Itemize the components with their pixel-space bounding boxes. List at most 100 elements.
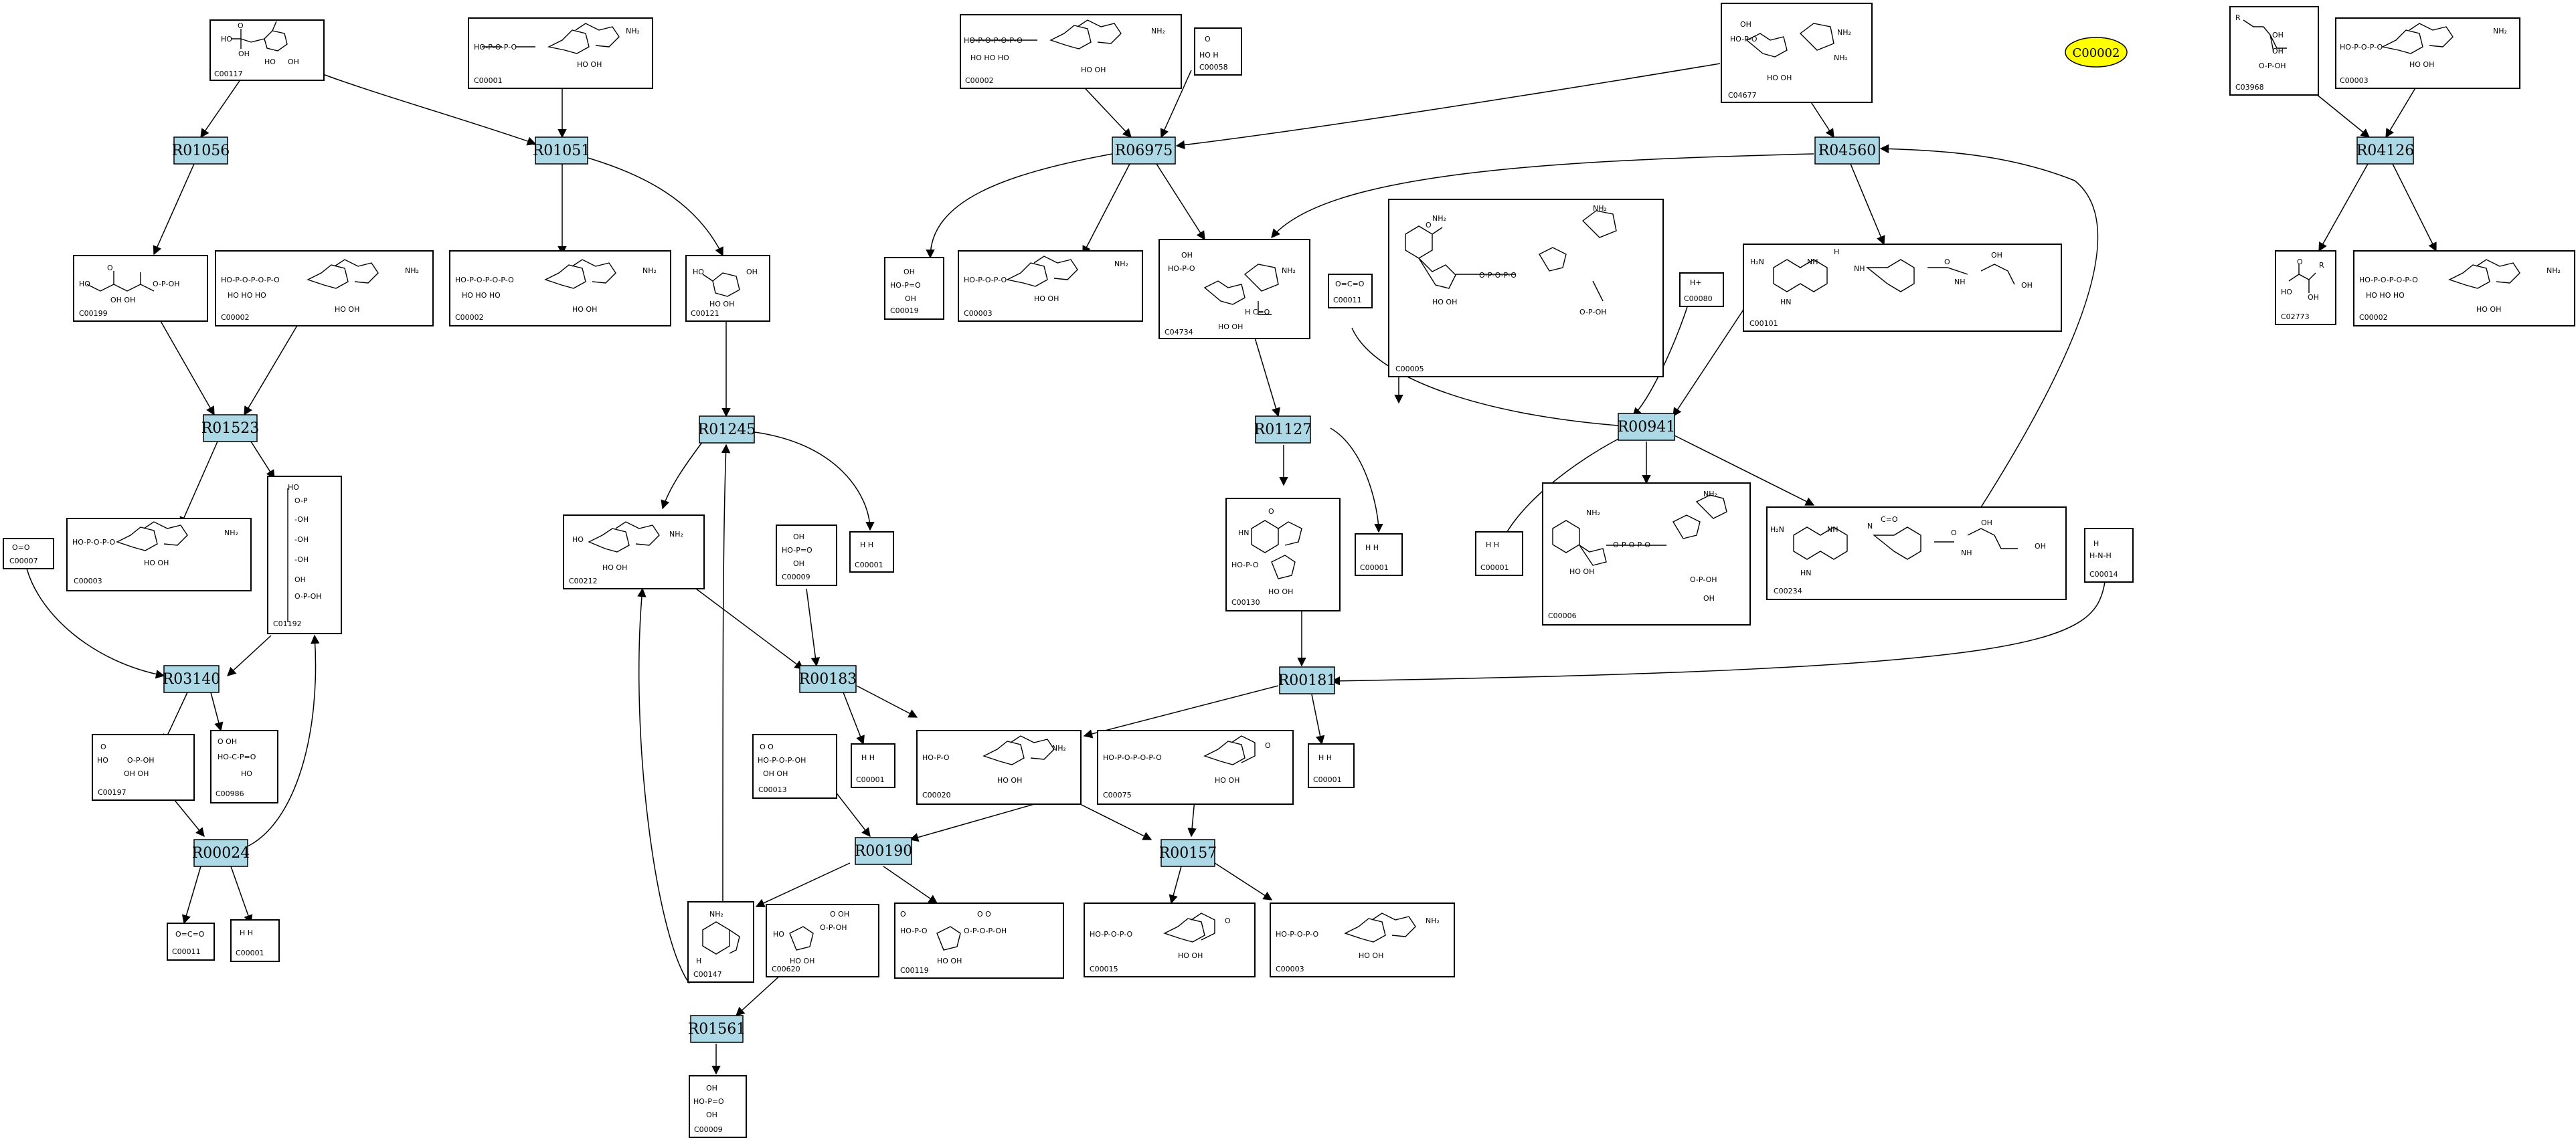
compound-c00014[interactable]: HH-N-H C00014 [2084, 528, 2134, 583]
compound-formula: HO H [1199, 51, 1219, 60]
svg-text:NH₂: NH₂ [405, 266, 419, 275]
compound-label: C00011 [1333, 296, 1362, 304]
svg-text:OH: OH [1981, 518, 1992, 527]
compound-label: C00019 [890, 306, 919, 315]
reaction-r01245[interactable]: R01245 [698, 415, 756, 444]
compound-c00011-middle[interactable]: O=C=O C00011 [1328, 274, 1373, 308]
reaction-r00181[interactable]: R00181 [1278, 666, 1337, 694]
reaction-label: R00941 [1618, 419, 1676, 436]
svg-text:-OH: -OH [294, 535, 309, 544]
compound-label: C02773 [2281, 312, 2310, 321]
compound-c00001-c[interactable]: H H C00001 [1475, 531, 1523, 576]
reaction-r01561[interactable]: R01561 [688, 1015, 746, 1043]
reaction-r01051[interactable]: R01051 [533, 136, 591, 165]
svg-text:HO: HO [572, 535, 584, 544]
compound-label: C00009 [782, 573, 810, 581]
svg-text:O: O [1944, 258, 1950, 266]
reaction-r01523[interactable]: R01523 [201, 414, 260, 442]
svg-text:-OH: -OH [294, 515, 309, 524]
compound-c00001-b[interactable]: H H C00001 [1355, 533, 1403, 576]
svg-text:HO-P-O: HO-P-O [1231, 561, 1259, 569]
svg-text:OH: OH [2272, 47, 2284, 56]
svg-text:NH: NH [1954, 278, 1966, 286]
compound-label: C00234 [1774, 587, 1802, 595]
highlight-compound-c00002[interactable]: C00002 [2065, 37, 2128, 68]
svg-text:NH₂: NH₂ [2547, 266, 2561, 275]
reaction-label: R01523 [201, 420, 260, 437]
compound-c00075[interactable]: HO-P-O-P-O-P-OHO OHO C00075 [1097, 730, 1294, 805]
compound-c00007[interactable]: O=O C00007 [3, 538, 54, 569]
compound-label: C00003 [964, 309, 993, 318]
svg-text:OH: OH [1740, 20, 1751, 29]
svg-text:O-P-O-P-OH: O-P-O-P-OH [964, 927, 1007, 935]
compound-c00080[interactable]: H+ C00080 [1679, 272, 1724, 307]
compound-c00001-e[interactable]: H H C00001 [1308, 743, 1355, 788]
svg-text:HO OH: HO OH [790, 957, 814, 965]
svg-text:HO-P-O-P-O: HO-P-O-P-O [474, 43, 517, 52]
compound-c00001-a[interactable]: H H C00001 [849, 531, 894, 573]
svg-text:NH₂: NH₂ [1426, 917, 1440, 925]
compound-label: C00006 [1548, 611, 1577, 620]
compound-c00001-d[interactable]: H H C00001 [851, 743, 895, 788]
reaction-r01056[interactable]: R01056 [172, 136, 230, 165]
svg-text:OH: OH [706, 1111, 717, 1119]
reaction-r03140[interactable]: R03140 [163, 665, 221, 693]
reaction-r01127[interactable]: R01127 [1254, 415, 1312, 444]
compound-c00015[interactable]: HO-P-O-P-OHO OHO C00015 [1084, 902, 1256, 977]
reaction-r04560[interactable]: R04560 [1814, 136, 1880, 165]
svg-text:HO-P-O-P-O: HO-P-O-P-O [1090, 930, 1132, 939]
reaction-r04126[interactable]: R04126 [2356, 136, 2415, 165]
svg-text:HO HO HO: HO HO HO [2366, 291, 2405, 300]
reaction-r00183[interactable]: R00183 [799, 665, 857, 693]
compound-c00001-f[interactable]: H H C00001 [230, 919, 280, 962]
reaction-r06975[interactable]: R06975 [1112, 136, 1176, 165]
svg-text:-OH: -OH [294, 555, 309, 564]
svg-text:HO-P-O-P-O-P-O: HO-P-O-P-O-P-O [221, 276, 280, 284]
svg-text:NH₂: NH₂ [1586, 508, 1600, 517]
svg-text:NH₂: NH₂ [642, 266, 657, 275]
reaction-r00157[interactable]: R00157 [1159, 839, 1217, 867]
reaction-r00941[interactable]: R00941 [1618, 413, 1676, 441]
svg-text:H: H [1834, 248, 1839, 256]
compound-label: C00001 [236, 949, 264, 957]
compound-c00011-left[interactable]: O=C=O C00011 [167, 923, 215, 961]
reaction-r00190[interactable]: R00190 [855, 837, 913, 865]
svg-text:NH₂: NH₂ [1834, 54, 1848, 62]
compound-c00058[interactable]: O HO H C00058 [1194, 27, 1242, 76]
reaction-r00024[interactable]: R00024 [192, 839, 250, 867]
svg-text:O: O [1268, 507, 1274, 516]
